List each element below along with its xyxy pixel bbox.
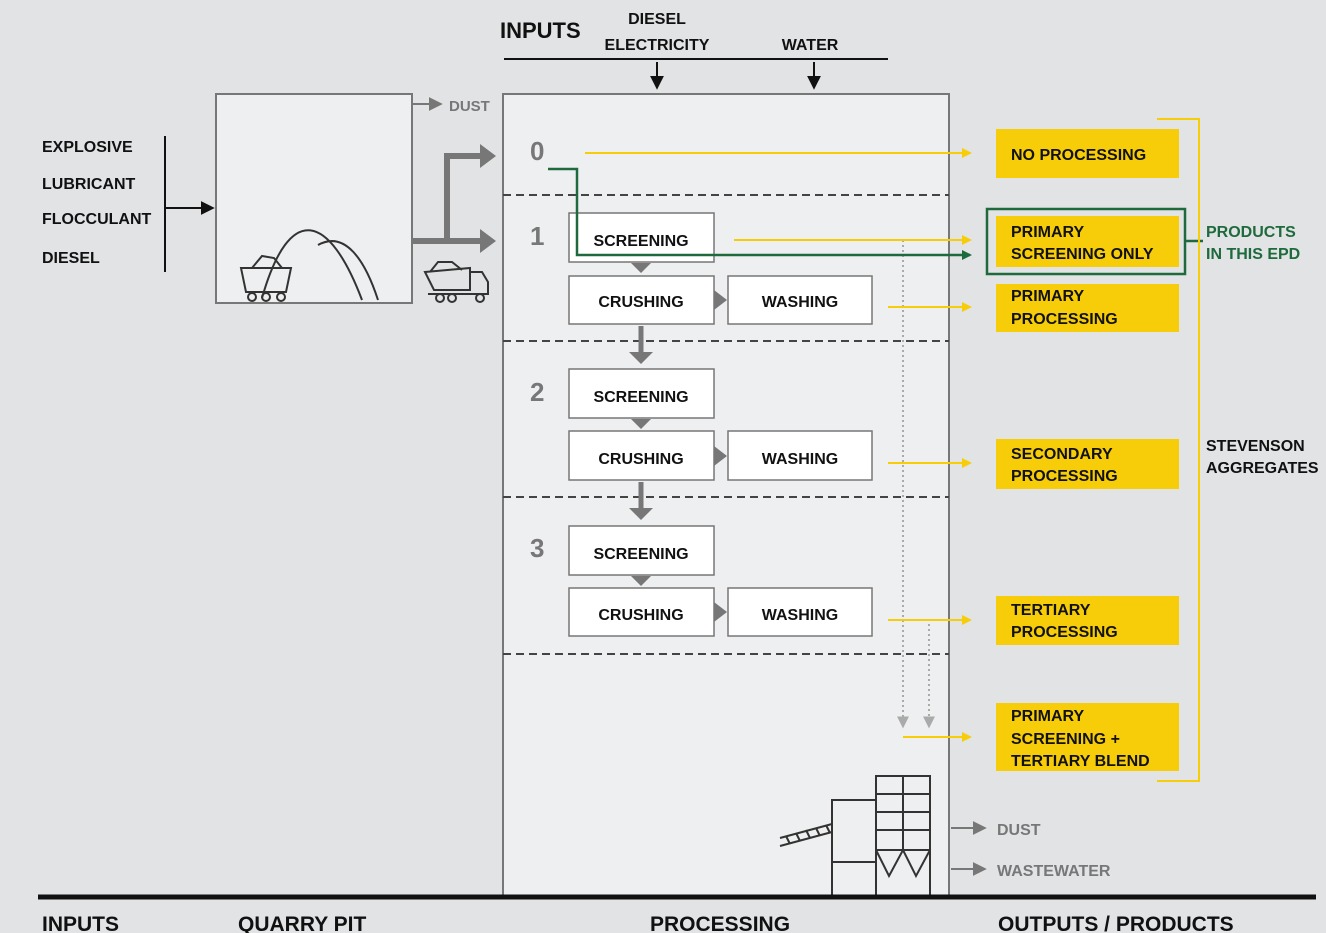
brand-label-line2: AGGREGATES — [1206, 460, 1319, 477]
electricity-label: ELECTRICITY — [605, 37, 710, 54]
output-dust-label: DUST — [997, 822, 1041, 839]
product-primary-screening-line1: PRIMARY — [1011, 224, 1085, 241]
input-explosive: EXPLOSIVE — [42, 139, 133, 156]
stage1-crushing-label: CRUSHING — [598, 294, 683, 311]
product-tertiary-processing-line1: TERTIARY — [1011, 602, 1091, 619]
footer-processing: PROCESSING — [650, 913, 790, 933]
stage-0-number: 0 — [530, 136, 544, 166]
stage3-screening-box — [568, 525, 715, 576]
product-secondary-processing — [996, 439, 1179, 489]
stage2-screening-box — [568, 368, 715, 419]
stage2-washing-box — [727, 430, 873, 481]
input-diesel: DIESEL — [42, 250, 100, 267]
product-tertiary-processing-line2: PROCESSING — [1011, 624, 1118, 641]
stage3-crushing-label: CRUSHING — [598, 607, 683, 624]
brand-label-line1: STEVENSON — [1206, 438, 1305, 455]
stage1-screening-label: SCREENING — [593, 233, 688, 250]
epd-label-line1: PRODUCTS — [1206, 224, 1296, 241]
product-secondary-processing-line1: SECONDARY — [1011, 446, 1113, 463]
stage3-washing-box — [727, 587, 873, 637]
quarry-stockpile-icon — [261, 229, 379, 301]
product-tertiary-processing — [996, 596, 1179, 645]
stage1-crushing-box — [568, 275, 715, 325]
inputs-header: INPUTS — [500, 18, 581, 43]
mine-cart-icon — [239, 254, 293, 302]
product-blend-line3: TERTIARY BLEND — [1011, 753, 1150, 770]
water-label: WATER — [782, 37, 839, 54]
stage-3-number: 3 — [530, 533, 544, 563]
product-primary-screening-line2: SCREENING ONLY — [1011, 246, 1154, 263]
epd-highlight-path — [548, 167, 972, 260]
stage3-screening-label: SCREENING — [593, 546, 688, 563]
stage2-crushing-box — [568, 430, 715, 481]
stage2-crushing-label: CRUSHING — [598, 451, 683, 468]
quarry-to-stage0-arrow — [413, 153, 480, 244]
stage-1-number: 1 — [530, 221, 544, 251]
stage-2-number: 2 — [530, 377, 544, 407]
processing-plant-icon — [779, 775, 931, 897]
footer-inputs: INPUTS — [42, 913, 119, 933]
diesel-label: DIESEL — [628, 11, 686, 28]
input-lubricant: LUBRICANT — [42, 176, 136, 193]
stage2-screening-label: SCREENING — [593, 389, 688, 406]
input-flocculant: FLOCCULANT — [42, 211, 152, 228]
product-primary-processing-line1: PRIMARY — [1011, 288, 1085, 305]
product-primary-screening — [996, 216, 1179, 267]
product-blend — [996, 703, 1179, 771]
product-blend-line2: SCREENING + — [1011, 731, 1120, 748]
product-primary-processing-line2: PROCESSING — [1011, 311, 1118, 328]
epd-label-line2: IN THIS EPD — [1206, 246, 1300, 263]
output-wastewater-label: WASTEWATER — [997, 863, 1111, 880]
product-no-processing — [996, 129, 1179, 178]
stage3-washing-label: WASHING — [762, 607, 838, 624]
dump-truck-icon — [423, 261, 489, 303]
stage2-washing-label: WASHING — [762, 451, 838, 468]
stage1-washing-label: WASHING — [762, 294, 838, 311]
quarry-pit-box — [215, 93, 413, 304]
footer-quarry: QUARRY PIT — [238, 913, 367, 933]
quarry-dust-label: DUST — [449, 98, 490, 115]
products-bracket — [1157, 118, 1200, 782]
product-secondary-processing-line2: PROCESSING — [1011, 468, 1118, 485]
stage1-washing-box — [727, 275, 873, 325]
product-primary-processing — [996, 284, 1179, 332]
footer-outputs: OUTPUTS / PRODUCTS — [998, 913, 1234, 933]
product-no-processing-label: NO PROCESSING — [1011, 147, 1146, 164]
product-blend-line1: PRIMARY — [1011, 708, 1085, 725]
